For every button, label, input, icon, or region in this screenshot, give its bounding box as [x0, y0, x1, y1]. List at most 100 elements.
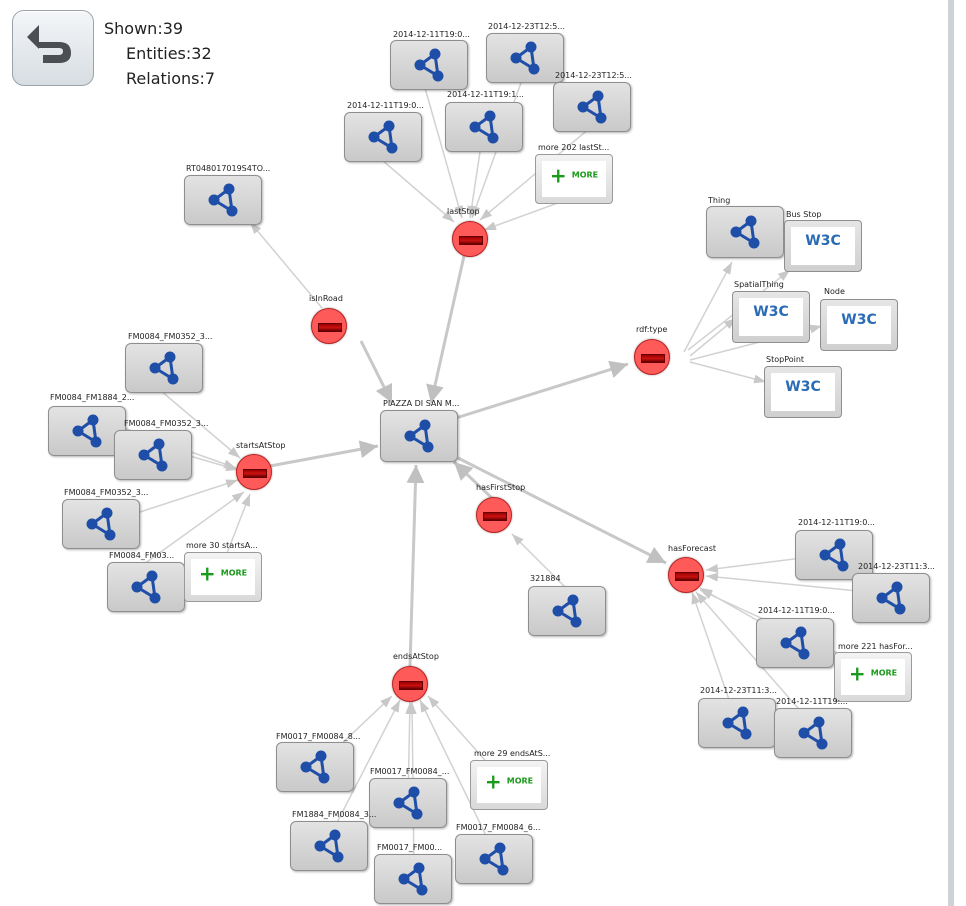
relation-hasfirststop-node[interactable]	[476, 497, 512, 533]
more-button[interactable]: + MORE	[470, 760, 548, 810]
entity-node[interactable]	[455, 834, 533, 884]
entity-icon	[131, 570, 161, 604]
entity-node[interactable]	[698, 698, 776, 748]
entity-icon	[398, 862, 428, 896]
entity-icon	[86, 507, 116, 541]
relation-startsatstop-node[interactable]	[236, 454, 272, 490]
entity-label: FM0084_FM0352_3...	[64, 488, 149, 497]
entity-node[interactable]	[486, 33, 564, 83]
edge-hasfirststop-center	[452, 460, 496, 502]
entities-count: Entities:32	[126, 44, 212, 63]
entity-node[interactable]	[344, 112, 422, 162]
entity-icon	[469, 110, 499, 144]
entity-node[interactable]	[184, 175, 262, 225]
entity-node[interactable]	[62, 499, 140, 549]
entity-node[interactable]	[706, 206, 784, 258]
relation-endsatstop-node[interactable]	[392, 666, 428, 702]
more-button[interactable]: + MORE	[535, 154, 613, 204]
entity-label: RT048017019S4TO...	[186, 164, 271, 173]
edge-isinroad-center	[359, 340, 394, 404]
relation-label: startsAtStop	[236, 441, 286, 450]
more-label: more 29 endsAtS...	[474, 749, 551, 758]
entity-node[interactable]	[374, 854, 452, 904]
entity-node[interactable]	[107, 562, 185, 612]
entity-icon	[577, 90, 607, 124]
entity-label: 2014-12-11T19:0...	[758, 606, 835, 615]
entity-icon	[479, 842, 509, 876]
entity-label: 2014-12-23T11:3...	[858, 562, 935, 571]
entity-icon	[368, 120, 398, 154]
entity-node[interactable]	[756, 618, 834, 668]
more-label: more 30 startsA...	[186, 541, 258, 550]
more-button[interactable]: + MORE	[184, 552, 262, 602]
entity-icon	[780, 626, 810, 660]
relation-hasforecast-node[interactable]	[668, 557, 704, 593]
entity-icon	[730, 215, 760, 249]
entity-node[interactable]	[114, 430, 192, 480]
graph-stats: Shown:39 Entities:32 Relations:7	[104, 16, 215, 91]
center-entity-node[interactable]	[380, 410, 458, 462]
relation-label: lastStop	[447, 207, 480, 216]
edge-center-rdftype	[455, 360, 629, 420]
plus-icon: +	[549, 163, 567, 188]
entity-node[interactable]	[852, 573, 930, 623]
shown-count: Shown:39	[104, 19, 184, 38]
class-node[interactable]: W3C	[784, 220, 862, 272]
entity-icon	[819, 538, 849, 572]
entity-icon	[414, 48, 444, 82]
more-button[interactable]: + MORE	[834, 652, 912, 702]
edge-laststop-center	[426, 255, 466, 404]
entity-node[interactable]	[445, 102, 523, 152]
entity-node[interactable]	[276, 742, 354, 792]
entity-node[interactable]	[390, 40, 468, 90]
entity-label: FM0084_FM0352_3...	[124, 419, 209, 428]
back-button[interactable]	[12, 10, 94, 86]
entity-icon	[138, 438, 168, 472]
w3c-icon: W3C	[827, 306, 891, 344]
relation-label: hasForecast	[668, 544, 716, 553]
entity-label: FM1884_FM0084_3...	[292, 810, 377, 819]
entity-label: FM0017_FM00...	[377, 843, 443, 852]
entity-label: 2014-12-11T19:...	[776, 697, 848, 706]
undo-icon	[27, 25, 71, 63]
relation-isinroad-node[interactable]	[311, 308, 347, 344]
entity-node[interactable]	[369, 778, 447, 828]
relation-label: hasFirstStop	[476, 483, 526, 492]
class-node[interactable]: W3C	[732, 291, 810, 343]
entity-node[interactable]	[795, 530, 873, 580]
entity-label: FM0017_FM0084_6...	[456, 823, 541, 832]
entity-node[interactable]	[125, 343, 203, 393]
relation-label: endsAtStop	[393, 652, 439, 661]
entity-icon	[876, 581, 906, 615]
w3c-icon: W3C	[791, 227, 855, 265]
entity-label: FM0017_FM0084_...	[370, 767, 450, 776]
plus-icon: +	[848, 661, 866, 686]
entity-node[interactable]	[553, 82, 631, 132]
plus-icon: +	[198, 561, 216, 586]
entity-node[interactable]	[774, 708, 852, 758]
entity-label: FM0084_FM0352_3...	[128, 332, 213, 341]
edge-startsatstop-center	[269, 440, 379, 468]
entity-node[interactable]	[528, 586, 606, 636]
plus-icon: +	[484, 769, 502, 794]
entity-icon	[300, 750, 330, 784]
w3c-icon: W3C	[739, 298, 803, 336]
entity-icon	[314, 829, 344, 863]
w3c-icon: W3C	[771, 373, 835, 411]
relation-laststop-node[interactable]	[452, 221, 488, 257]
type-label: Node	[824, 287, 845, 296]
entity-icon	[72, 414, 102, 448]
entity-label: FM0084_FM1884_2...	[50, 393, 135, 402]
entity-node[interactable]	[290, 821, 368, 871]
more-label: more 221 hasFor...	[838, 642, 913, 651]
entity-label: 321884	[530, 574, 561, 583]
relation-rdftype-node[interactable]	[634, 339, 670, 375]
class-node[interactable]: W3C	[820, 299, 898, 351]
entity-icon	[722, 706, 752, 740]
entity-node[interactable]	[48, 406, 126, 456]
class-node[interactable]: W3C	[764, 366, 842, 418]
entity-icon	[510, 41, 540, 75]
entity-icon	[208, 183, 238, 217]
